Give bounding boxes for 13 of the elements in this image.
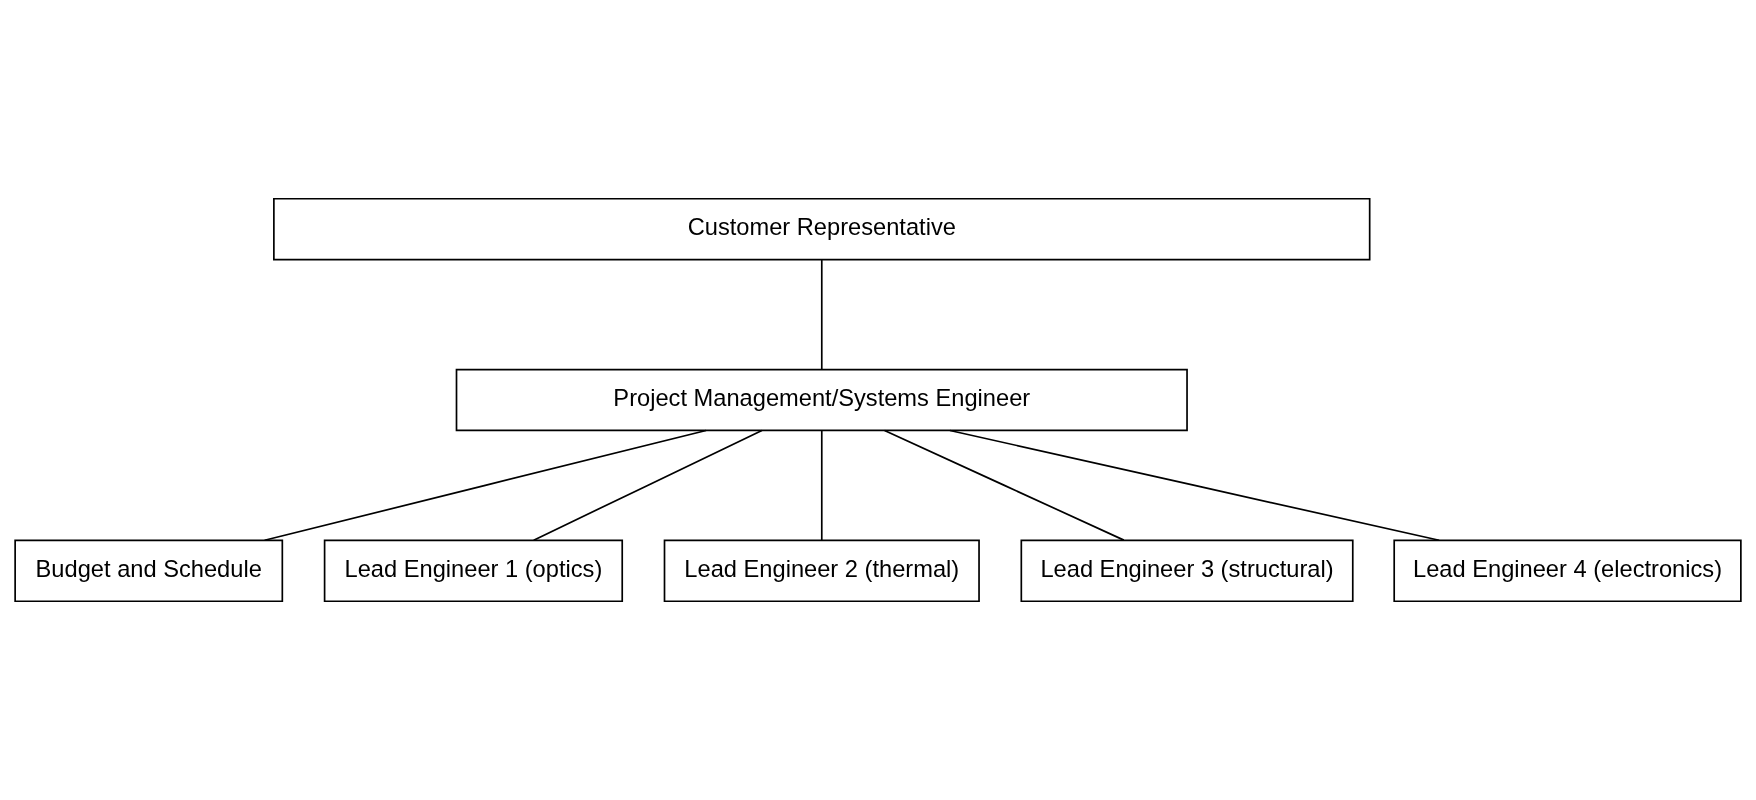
node-box: Lead Engineer 1 (optics) [323,539,624,603]
connector [263,429,707,542]
node-box: Project Management/Systems Engineer [455,368,1188,432]
connector [949,429,1440,542]
connector [820,259,823,371]
connector [532,429,763,541]
node-box: Lead Engineer 2 (thermal) [663,539,980,603]
connector [883,429,1125,541]
node-box: Budget and Schedule [14,539,284,603]
node-box: Lead Engineer 3 (structural) [1020,539,1354,603]
node-box: Lead Engineer 4 (electronics) [1393,539,1742,603]
connector [820,430,823,542]
node-box: Customer Representative [273,197,1371,261]
